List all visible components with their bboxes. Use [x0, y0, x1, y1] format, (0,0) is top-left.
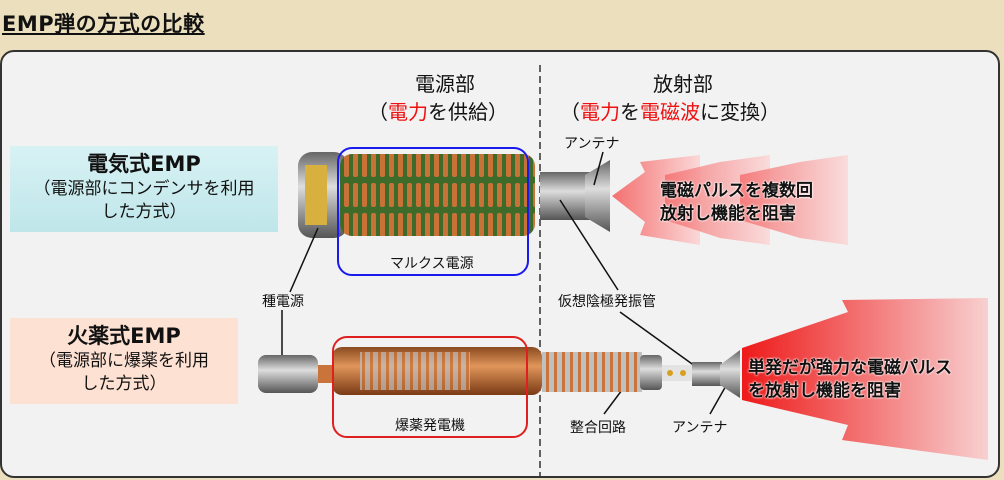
vircator-label: 仮想陰極発振管: [558, 294, 656, 310]
marx-frame: [337, 147, 529, 276]
wave-3: [740, 155, 848, 245]
seed-power-source: [258, 355, 318, 393]
electric-emp-label: 電気式EMP （電源部にコンデンサを利用 した方式）: [10, 146, 278, 232]
explosive-frame: [332, 336, 528, 438]
explosive-antenna-label: アンテナ: [672, 420, 728, 436]
radiation-section-subtitle: （電力を電磁波に変換）: [560, 100, 780, 124]
seed-power-label: 種電源: [262, 294, 304, 310]
electric-effect-line1: 電磁パルスを複数回: [660, 181, 813, 201]
strong-wave: [742, 298, 988, 460]
explosive-effect-line2: を放射し機能を阻害: [748, 381, 901, 401]
matching-circuit-coil: [542, 352, 642, 392]
electric-antenna: [585, 160, 610, 232]
explosive-emp-label: 火薬式EMP （電源部に爆薬を利用 した方式）: [10, 318, 238, 404]
power-section-title: 電源部: [415, 72, 475, 96]
marx-generator-coil: [340, 154, 535, 236]
electric-antenna-label: アンテナ: [564, 136, 620, 152]
marx-generator-label: マルクス電源: [390, 256, 474, 272]
explosive-effect-line1: 単発だが強力な電磁パルス: [748, 358, 952, 378]
page-title: EMP弾の方式の比較: [2, 12, 205, 36]
radiation-section-title: 放射部: [653, 72, 713, 96]
explosive-antenna: [720, 350, 740, 398]
matching-circuit-label: 整合回路: [570, 420, 626, 436]
explosive-generator-label: 爆薬発電機: [395, 418, 465, 434]
power-section-subtitle: （電力を供給）: [368, 100, 508, 124]
electric-effect-line2: 放射し機能を阻害: [660, 204, 796, 224]
